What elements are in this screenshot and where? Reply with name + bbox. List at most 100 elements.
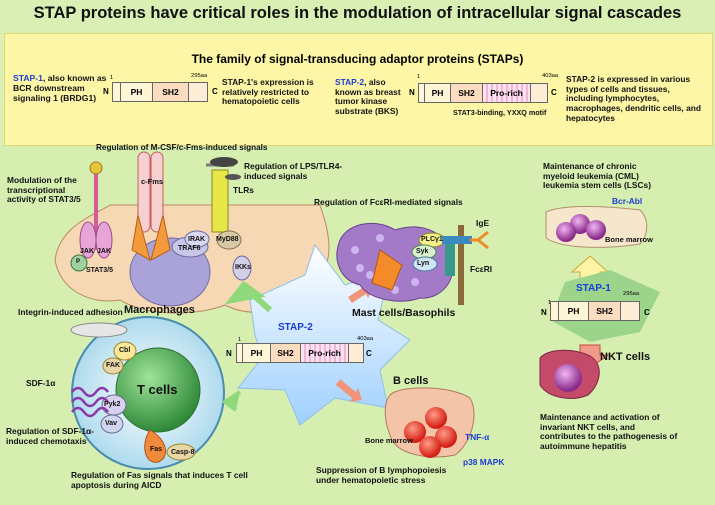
stap2-name: STAP-2: [335, 77, 365, 87]
sh2-domain: SH2: [451, 84, 483, 102]
stap1-n: N: [103, 87, 109, 96]
bcell-marrow-label: Bone marrow: [365, 436, 413, 445]
center-stap2-name: STAP-2: [278, 322, 313, 333]
right-stap1-start: 1: [548, 300, 551, 306]
mcsf-label: Regulation of M-CSF/c-Fms-induced signal…: [96, 143, 268, 152]
jak2-label: JAK: [97, 248, 112, 255]
cml-marrow-label: Bone marrow: [605, 235, 653, 244]
p38-label: p38 MAPK: [463, 457, 505, 467]
mast-nucleus: [371, 249, 403, 291]
stap1-c: C: [212, 87, 218, 96]
casp8-label: Casp-8: [171, 449, 195, 456]
sh2-domain: SH2: [153, 83, 189, 101]
lsc-3: [556, 222, 576, 242]
vav-label: Vav: [105, 420, 118, 427]
stap2-n: N: [409, 88, 415, 97]
stap2-desc: , also known as breast tumor kinase subs…: [335, 77, 401, 116]
lyn-label: Lyn: [417, 260, 430, 267]
cfms-chain-left: [137, 151, 151, 233]
fak-shape: [102, 357, 124, 375]
ph-domain: PH: [559, 302, 589, 320]
irak-shape: [184, 230, 210, 248]
sh2-domain: SH2: [589, 302, 621, 320]
right-stap1-name: STAP-1: [576, 283, 611, 294]
stap2-c: C: [551, 88, 557, 97]
lps-tag: [225, 174, 241, 180]
right-stap1-n: N: [541, 308, 547, 317]
stap2-description: STAP-2, also known as breast tumor kinas…: [335, 77, 413, 117]
lsc-2: [586, 220, 606, 240]
nkt-cell: [554, 364, 582, 392]
cfms-kinase-left: [131, 214, 151, 262]
page-title: STAP proteins have critical roles in the…: [33, 4, 682, 22]
b-suppression-label: Suppression of B lymphopoiesis under hem…: [316, 465, 447, 485]
plc-label: PLCγ1: [421, 236, 443, 243]
p-label: P: [76, 259, 81, 265]
tlr-receptor: [211, 169, 229, 233]
stap1-start: 1: [110, 75, 114, 81]
t-cell-nucleus: [115, 347, 201, 433]
b-cell-2: [404, 421, 426, 443]
cfms-chain-right: [150, 151, 164, 233]
traf6-label: TRAF6: [178, 245, 201, 252]
center-domain-bar: PH SH2 Pro-rich: [236, 343, 364, 363]
ph-domain: PH: [425, 84, 451, 102]
myd88-label: MyD88: [216, 236, 239, 243]
nkt-label: NKT cells: [600, 351, 651, 363]
fas-shape: [144, 429, 166, 463]
integrin-shape: [70, 322, 128, 338]
irak-label: IRAK: [188, 236, 206, 243]
arrow-to-bcell-shaft: [335, 379, 358, 399]
stap1-description: STAP-1, also known as BCR downstream sig…: [13, 73, 109, 104]
bcells-label: B cells: [393, 375, 429, 387]
vav-shape: [100, 414, 124, 434]
stap1-domain-bar: PH SH2: [112, 82, 208, 102]
fceri-receptor: [445, 240, 455, 276]
center-start: 1: [238, 337, 242, 343]
syk-label: Syk: [416, 248, 429, 255]
fak-label: FAK: [106, 362, 120, 369]
macrophages-label: Macrophages: [124, 304, 195, 316]
ph-domain: PH: [121, 83, 153, 101]
pro-rich-domain: Pro-rich: [483, 84, 531, 102]
center-n: N: [226, 349, 232, 358]
sdf-label: SDF-1α: [26, 378, 56, 388]
stap2-end: 403aa: [542, 73, 559, 79]
stap2-start: 1: [417, 74, 421, 80]
fceri-label: FcεRI: [470, 264, 493, 274]
stap1-name: STAP-1: [13, 73, 43, 83]
sh2-domain: SH2: [271, 344, 301, 362]
ph-domain: PH: [243, 344, 271, 362]
stap1-expression: STAP-1's expression is relatively restri…: [222, 77, 314, 107]
right-stap1-end: 295aa: [623, 291, 640, 297]
stap1-desc: , also known as BCR downstream signaling…: [13, 73, 107, 103]
casp8-shape: [166, 443, 196, 461]
pyk2-label: Pyk2: [104, 401, 121, 408]
b-cell-1: [425, 407, 447, 429]
ikks-shape: [232, 255, 252, 281]
fceri-alpha: [442, 236, 472, 244]
arrow-to-tcell: [221, 390, 242, 412]
lyn-shape: [412, 256, 438, 272]
pro-rich-domain: Pro-rich: [301, 344, 349, 362]
arrow-to-bcell-head: [350, 388, 362, 402]
right-stap1-domain-bar: PH SH2: [550, 301, 640, 321]
stat-molecule: [70, 254, 88, 272]
jak2-shape: [95, 221, 113, 259]
tnf-label: TNF-α: [465, 432, 490, 442]
cfms-kinase-right: [150, 214, 171, 261]
mast-cells-label: Mast cells/Basophils: [352, 307, 456, 319]
arrow-to-mast-shaft: [348, 286, 369, 303]
jak1-label: JAK: [80, 248, 95, 255]
ige-label: IgE: [476, 218, 490, 228]
cxcr4-receptor: [71, 386, 109, 418]
stap2-motif: STAT3-binding, YXXQ motif: [453, 108, 547, 117]
bcrabl-label: Bcr-Abl: [612, 196, 643, 206]
nkt-description: Maintenance and activation of invariant …: [540, 412, 678, 451]
right-stap1-c: C: [644, 308, 650, 317]
ige-antibody: [470, 230, 489, 250]
fceri-regulation-label: Regulation of FcεRI-mediated signals: [314, 197, 463, 207]
cbl-label: Cbl: [119, 347, 131, 354]
sdf-regulation-label: Regulation of SDF-1α-induced chemotaxis: [6, 426, 94, 446]
